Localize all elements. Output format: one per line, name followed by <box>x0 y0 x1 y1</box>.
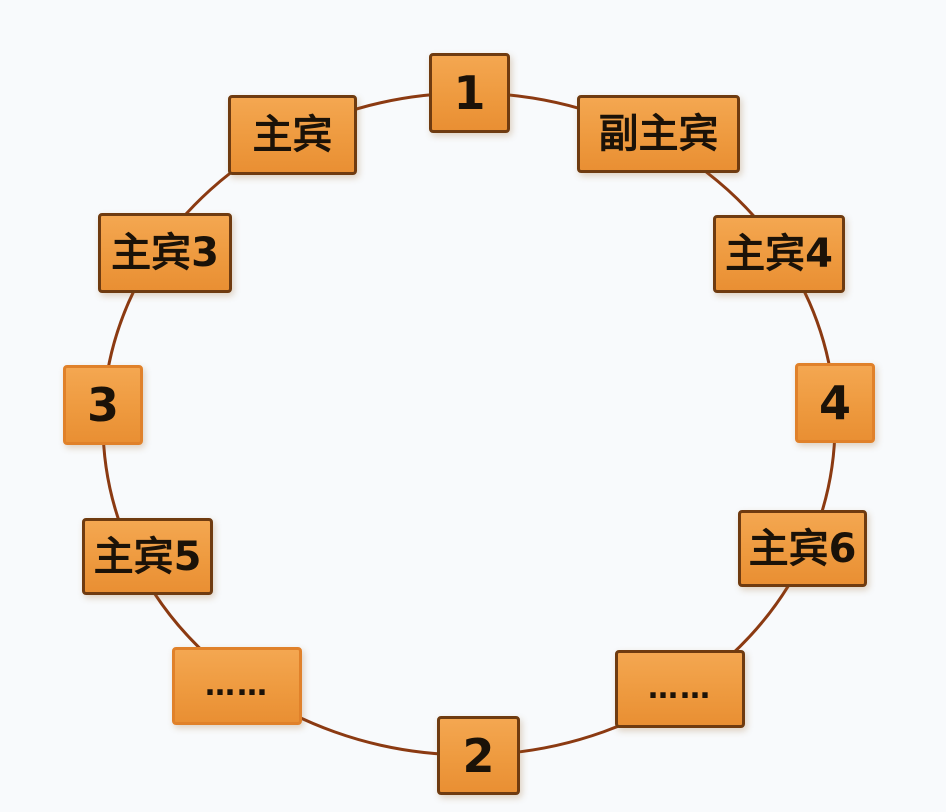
seat-ellipsis-right: …… <box>615 650 745 728</box>
seat-main-guest-6: 主宾6 <box>738 510 867 587</box>
seat-label: 主宾 <box>252 112 333 158</box>
seat-label: 主宾5 <box>93 533 202 580</box>
seat-ellipsis-left: …… <box>172 647 302 725</box>
seat-label: 3 <box>86 378 119 432</box>
seat-3: 3 <box>63 365 143 445</box>
seat-vice-main-guest: 副主宾 <box>577 95 740 173</box>
seat-label: …… <box>205 668 269 703</box>
seat-1: 1 <box>429 53 510 133</box>
seat-main-guest-4: 主宾4 <box>713 215 845 293</box>
seat-label: 主宾4 <box>725 231 833 277</box>
seat-label: 4 <box>818 376 851 430</box>
seat-main-guest-3: 主宾3 <box>98 213 232 293</box>
seat-label: 2 <box>462 728 495 783</box>
seat-label: …… <box>648 671 712 706</box>
seat-main-guest-5: 主宾5 <box>82 518 213 595</box>
seat-label: 1 <box>453 66 486 120</box>
seat-4: 4 <box>795 363 875 443</box>
seat-label: 主宾6 <box>748 525 857 572</box>
seat-2: 2 <box>437 716 520 795</box>
seat-label: 副主宾 <box>598 111 719 157</box>
seat-main-guest: 主宾 <box>228 95 357 175</box>
seat-label: 主宾3 <box>111 230 219 276</box>
